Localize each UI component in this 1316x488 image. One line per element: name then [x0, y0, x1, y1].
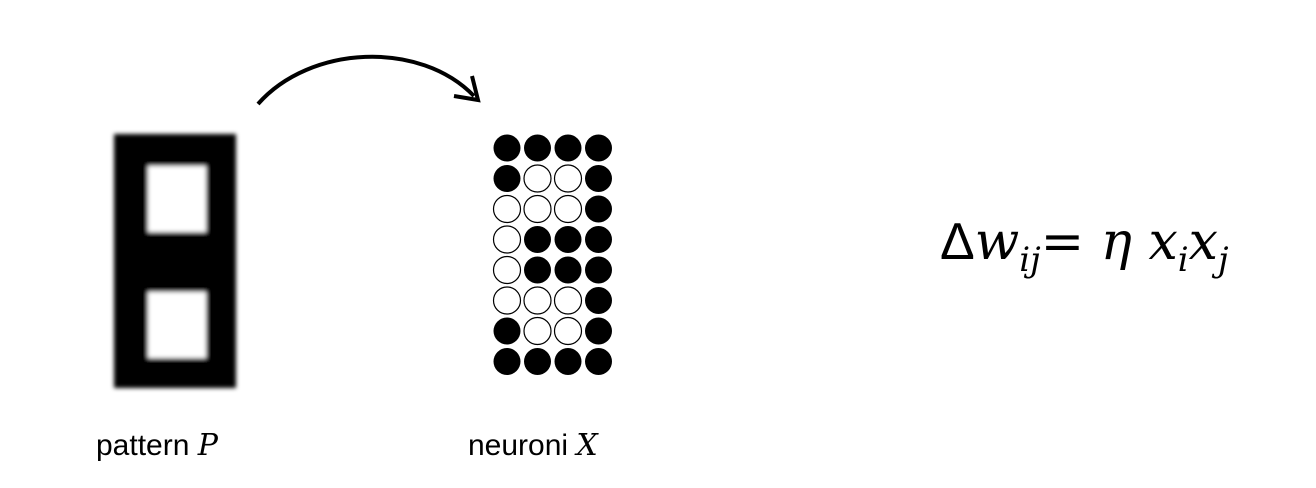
formula-x-j-subscript: j: [1218, 239, 1229, 280]
neuron-active: [585, 165, 612, 192]
neuron-active: [524, 226, 551, 253]
neuron-active: [524, 256, 551, 284]
neuron-inactive: [492, 286, 522, 315]
neuron-active: [585, 256, 612, 284]
neuron-active: [554, 348, 582, 375]
formula-eta: η: [1100, 212, 1132, 272]
neurons-label: neuroni X: [468, 428, 598, 463]
neuron-active: [493, 165, 521, 192]
formula-x-i-subscript: i: [1177, 239, 1189, 280]
neuron-inactive: [553, 194, 583, 224]
pattern-image: [114, 134, 236, 388]
neuron-active: [493, 348, 521, 375]
neuron-inactive: [553, 164, 583, 193]
neuron-active: [493, 134, 521, 162]
neuron-inactive: [553, 286, 583, 315]
neuron-inactive: [492, 255, 522, 285]
neuron-active: [585, 348, 612, 375]
formula-x-i: x: [1148, 212, 1178, 272]
neuron-inactive: [553, 316, 583, 346]
pattern-variable: P: [197, 428, 218, 463]
mapping-arrow: [256, 54, 481, 106]
neuron-active: [585, 287, 612, 314]
neuron-active: [493, 317, 521, 345]
neuron-active: [585, 134, 612, 162]
neuron-inactive: [523, 316, 552, 346]
formula-x-j: x: [1188, 212, 1218, 272]
neuron-active: [524, 348, 551, 375]
neuron-inactive: [523, 194, 552, 224]
neurons-variable: X: [576, 428, 598, 463]
formula-w: w: [974, 212, 1020, 272]
formula-w-subscript: ij: [1019, 239, 1041, 280]
formula-delta: Δ: [940, 213, 975, 271]
hebbian-formula: Δwij= η xixj: [940, 212, 1229, 280]
neuron-active: [554, 134, 582, 162]
pattern-label: pattern P: [96, 428, 218, 463]
neuron-inactive: [492, 225, 522, 254]
neuron-active: [524, 134, 551, 162]
neuron-grid: [492, 134, 612, 375]
neuron-active: [554, 256, 582, 284]
neuron-inactive: [523, 164, 552, 193]
neurons-label-text: neuroni: [468, 429, 577, 462]
neuron-active: [554, 226, 582, 253]
neuron-active: [585, 226, 612, 253]
neuron-inactive: [523, 286, 552, 315]
neuron-inactive: [492, 194, 522, 224]
neuron-active: [585, 195, 612, 223]
neuron-active: [585, 317, 612, 345]
formula-equals: =: [1040, 212, 1101, 272]
pattern-label-text: pattern: [96, 429, 198, 462]
